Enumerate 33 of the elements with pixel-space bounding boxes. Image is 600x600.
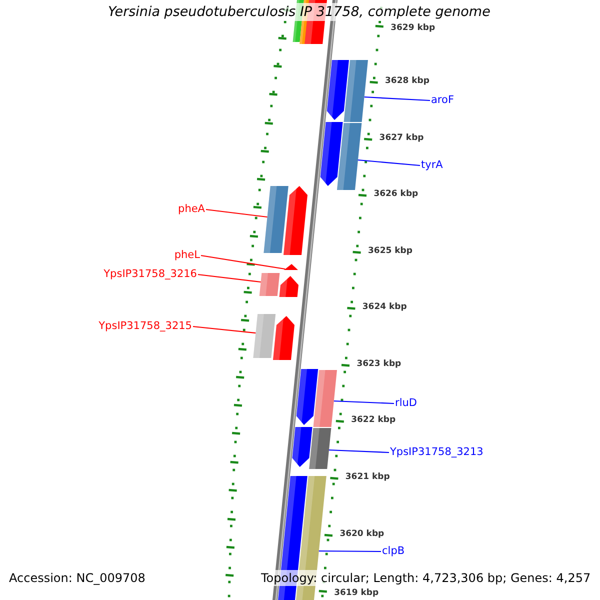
gene-feature bbox=[313, 370, 337, 427]
leader-line bbox=[364, 96, 430, 102]
gene-label: pheL bbox=[174, 249, 200, 262]
scale-label: 3629 kbp bbox=[390, 23, 436, 33]
gene-feature bbox=[344, 60, 368, 122]
gene-label: clpB bbox=[382, 545, 405, 558]
leader-line bbox=[200, 254, 286, 270]
scale-label: 3619 kbp bbox=[334, 588, 379, 598]
gene-label: tyrA bbox=[421, 159, 443, 172]
gene-feature bbox=[309, 428, 332, 469]
leader-line bbox=[192, 326, 256, 334]
scale-label: 3621 kbp bbox=[345, 472, 390, 482]
leader-line bbox=[358, 159, 420, 166]
gene-feature bbox=[337, 123, 362, 190]
gene-feature bbox=[264, 186, 288, 253]
gene-label: YpsIP31758_3216 bbox=[104, 268, 197, 281]
scale-label: 3627 kbp bbox=[379, 133, 424, 143]
scale-label: 3625 kbp bbox=[368, 246, 412, 256]
gene-feature bbox=[253, 314, 276, 358]
gene-feature bbox=[259, 273, 280, 296]
gene-label: YpsIP31758_3215 bbox=[98, 320, 192, 333]
gene-label: rluD bbox=[395, 397, 417, 410]
scale-label: 3624 kbp bbox=[362, 302, 407, 312]
gene-label: aroF bbox=[431, 94, 454, 107]
leader-line bbox=[334, 400, 394, 404]
leader-line bbox=[328, 449, 390, 454]
gene-label: pheA bbox=[178, 203, 205, 216]
leader-line bbox=[206, 208, 268, 218]
leader-line bbox=[318, 550, 381, 552]
leader-line bbox=[198, 274, 261, 283]
scale-label: 3622 kbp bbox=[351, 415, 396, 425]
gene-feature bbox=[284, 264, 298, 270]
gene-label: YpsIP31758_3213 bbox=[390, 446, 484, 459]
